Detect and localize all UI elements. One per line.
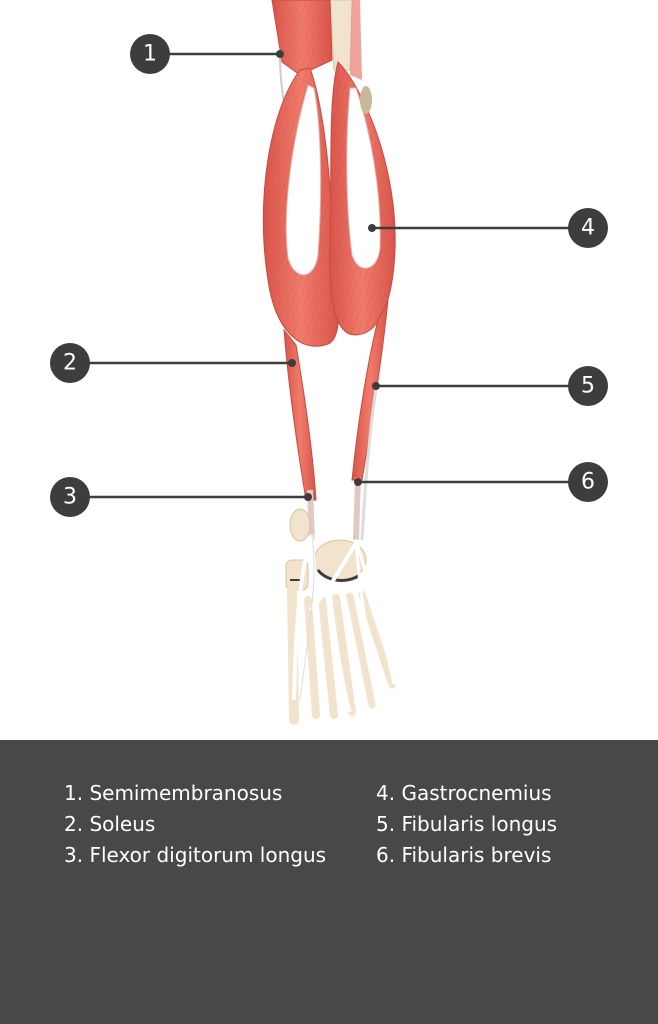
legend-panel: 1. Semimembranosus 2. Soleus 3. Flexor d… — [0, 740, 658, 1024]
legend-item-semimembranosus: 1. Semimembranosus — [64, 781, 283, 805]
callout-dots — [276, 50, 380, 501]
callout-1: 1 — [130, 34, 170, 74]
gastrocnemius-muscle — [262, 61, 396, 347]
femur-bone — [329, 0, 353, 71]
leg-muscle-diagram: 1 2 3 4 5 6 — [50, 0, 608, 725]
foot-tendons — [292, 534, 396, 713]
legend-item-fibularis-brevis: 6. Fibularis brevis — [376, 843, 552, 867]
legend-column-left: 1. Semimembranosus 2. Soleus 3. Flexor d… — [64, 778, 326, 871]
legend-item-gastrocnemius: 4. Gastrocnemius — [376, 781, 552, 805]
legend-item-flexor-digitorum-longus: 3. Flexor digitorum longus — [64, 843, 327, 867]
callout-4-number: 4 — [581, 216, 595, 241]
callout-5-number: 5 — [581, 374, 595, 399]
anatomy-figure: 1 2 3 4 5 6 — [50, 0, 608, 725]
callout-3-number: 3 — [63, 485, 77, 510]
callout-5: 5 — [568, 366, 608, 406]
callout-2-number: 2 — [63, 351, 77, 376]
callout-lines — [70, 52, 588, 499]
legend-item-soleus: 2. Soleus — [64, 812, 156, 836]
legend-column-right: 4. Gastrocnemius 5. Fibularis longus 6. … — [376, 778, 557, 871]
callout-4: 4 — [568, 208, 608, 248]
callout-3: 3 — [50, 477, 90, 517]
callout-1-number: 1 — [143, 42, 157, 67]
callout-6: 6 — [568, 462, 608, 502]
callout-2: 2 — [50, 343, 90, 383]
legend-item-fibularis-longus: 5. Fibularis longus — [376, 812, 558, 836]
callout-6-number: 6 — [581, 470, 595, 495]
thigh-muscles — [271, 0, 362, 80]
